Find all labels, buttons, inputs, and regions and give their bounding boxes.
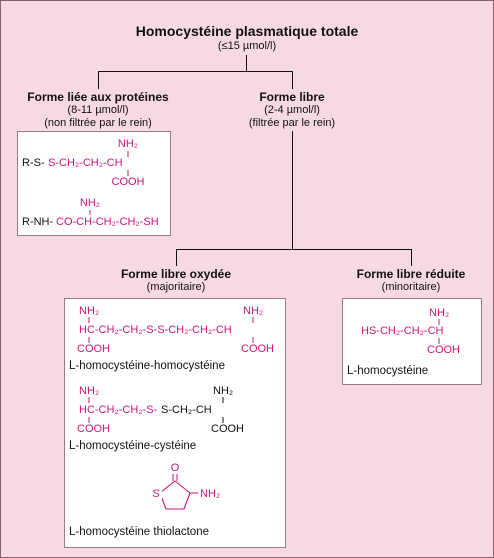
bound-title: Forme liée aux protéines bbox=[27, 90, 169, 104]
root-title: Homocystéine plasmatique totale bbox=[135, 23, 359, 39]
bound-f1-cooh: COOH bbox=[112, 176, 145, 188]
bound-f1-nh2: NH₂ bbox=[118, 138, 138, 150]
reduced-m1-chain: HS-CH₂-CH₂-CH bbox=[361, 325, 444, 337]
root-subtitle: (≤15 µmol/l) bbox=[217, 40, 277, 52]
oxidized-title: Forme libre oxydée bbox=[120, 267, 232, 281]
oxidized-m1-right-nh2: NH₂ bbox=[243, 305, 263, 317]
reduced-title: Forme libre réduite bbox=[356, 267, 466, 281]
bound-f2-prefix: R-NH- bbox=[22, 216, 53, 228]
bound-f2-chain: CO-CH-CH₂-CH₂-SH bbox=[56, 216, 159, 228]
oxidized-structures-svg: NH₂ NH₂ HC-CH₂-CH₂-S-S-CH₂-CH₂-CH COOH C… bbox=[69, 305, 274, 538]
bound-structures-svg: NH₂ R-S- S-CH₂-CH₂-CH COOH NH₂ R-NH- CO-… bbox=[22, 138, 159, 228]
oxidized-m2-left-cooh: COOH bbox=[77, 423, 110, 435]
connector-root-bar bbox=[98, 71, 293, 72]
bound-f2-nh2: NH₂ bbox=[80, 197, 100, 209]
oxidized-m1-chain: HC-CH₂-CH₂-S-S-CH₂-CH₂-CH bbox=[79, 324, 232, 336]
connector-to-oxidized bbox=[176, 249, 177, 266]
oxidized-m1-right-cooh: COOH bbox=[241, 343, 274, 355]
oxidized-m3-s: S bbox=[152, 488, 159, 500]
reduced-structures-svg: NH₂ HS-CH₂-CH₂-CH COOH L-homocystéine bbox=[347, 307, 460, 377]
oxidized-structures-box: NH₂ NH₂ HC-CH₂-CH₂-S-S-CH₂-CH₂-CH COOH C… bbox=[64, 298, 286, 548]
bound-f1-chain: S-CH₂-CH₂-CH bbox=[48, 157, 123, 169]
reduced-m1-nh2: NH₂ bbox=[429, 307, 449, 319]
oxidized-m2-chain-magenta: HC-CH₂-CH₂-S- bbox=[79, 404, 158, 416]
oxidized-line1: (majoritaire) bbox=[146, 281, 206, 293]
bound-f1-prefix: R-S- bbox=[22, 157, 45, 169]
bound-line1: (8-11 µmol/l) bbox=[67, 104, 129, 116]
connector-to-free bbox=[292, 71, 293, 89]
bound-structures-box: NH₂ R-S- S-CH₂-CH₂-CH COOH NH₂ R-NH- CO-… bbox=[17, 131, 171, 236]
oxidized-m1-name: L-homocystéine-homocystéine bbox=[69, 360, 225, 372]
oxidized-m3-name: L-homocystéine thiolactone bbox=[69, 526, 209, 538]
connector-free-stem bbox=[292, 131, 293, 249]
oxidized-m2-name: L-homocystéine-cystéine bbox=[69, 440, 196, 452]
oxidized-m1-left-nh2: NH₂ bbox=[79, 305, 99, 317]
connector-root-stem bbox=[246, 55, 247, 71]
oxidized-m2-right-cooh: COOH bbox=[211, 423, 244, 435]
oxidized-m1-left-cooh: COOH bbox=[77, 343, 110, 355]
free-title: Forme libre bbox=[259, 90, 325, 104]
reduced-structures-box: NH₂ HS-CH₂-CH₂-CH COOH L-homocystéine bbox=[342, 298, 482, 385]
connector-free-bar bbox=[176, 249, 412, 250]
connector-to-reduced bbox=[411, 249, 412, 266]
free-line2: (filtrée par le rein) bbox=[248, 117, 336, 129]
bound-line2: (non filtrée par le rein) bbox=[44, 117, 152, 129]
reduced-m1-name: L-homocystéine bbox=[347, 365, 428, 377]
oxidized-m3-ring bbox=[159, 480, 191, 510]
reduced-m1-cooh: COOH bbox=[427, 344, 460, 356]
free-line1: (2-4 µmol/l) bbox=[264, 104, 320, 116]
oxidized-m2-left-nh2: NH₂ bbox=[79, 385, 99, 397]
connector-to-bound bbox=[98, 71, 99, 89]
oxidized-m2-right-nh2: NH₂ bbox=[213, 385, 233, 397]
reduced-line1: (minoritaire) bbox=[381, 281, 441, 293]
oxidized-m3-nh2: NH₂ bbox=[200, 488, 220, 500]
oxidized-m3-o: O bbox=[171, 462, 180, 474]
oxidized-m2-chain-black: S-CH₂-CH bbox=[161, 404, 212, 416]
oxidized-m3-s-mask bbox=[150, 487, 162, 499]
